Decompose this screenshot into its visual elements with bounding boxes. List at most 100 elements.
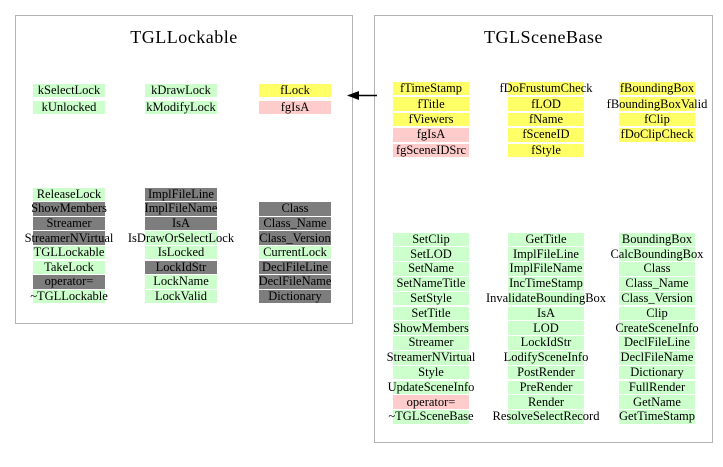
member-cell[interactable]: GetName [582,395,723,410]
member-label: Streamer [408,335,454,350]
member-label: fStyle [531,142,561,157]
member-cell[interactable]: fSceneID [471,127,621,142]
member-cell[interactable]: FullRender [582,380,723,395]
member-cell[interactable]: CalcBoundingBox [582,247,723,262]
member-cell[interactable]: IsDrawOrSelectLock [106,231,256,246]
member-cell[interactable]: fLOD [471,96,621,111]
member-cell[interactable]: fTimeStamp [356,81,506,96]
member-cell[interactable]: LockValid [106,289,256,304]
member-cell[interactable]: kModifyLock [106,99,256,116]
member-cell[interactable]: fgIsA [220,99,370,116]
member-cell[interactable]: ResolveSelectRecord [471,410,621,425]
member-cell[interactable]: fBoundingBox [582,81,723,96]
member-label: fBoundingBoxValid [606,96,708,111]
member-cell[interactable]: ReleaseLock [0,187,144,202]
member-cell[interactable]: TGLLockable [0,245,144,260]
member-cell[interactable]: fClip [582,112,723,127]
member-label: fDoClipCheck [620,127,694,142]
member-cell[interactable]: InvalidateBoundingBox [471,291,621,306]
member-cell[interactable]: LockIdStr [471,336,621,351]
member-cell[interactable]: Streamer [356,336,506,351]
member-label: ImplFileLine [513,246,579,261]
member-cell[interactable]: CreateSceneInfo [582,321,723,336]
member-cell[interactable]: DeclFileName [220,275,370,290]
member-cell[interactable]: DeclFileLine [582,336,723,351]
member-cell[interactable]: SetStyle [356,291,506,306]
member-cell[interactable]: fDoClipCheck [582,127,723,142]
member-cell[interactable]: IncTimeStamp [471,276,621,291]
member-label: fLOD [531,96,561,111]
member-cell[interactable]: fBoundingBoxValid [582,96,723,111]
member-cell[interactable]: fLock [220,82,370,99]
member-cell[interactable]: ShowMembers [356,321,506,336]
member-cell[interactable]: fgIsA [356,127,506,142]
member-cell[interactable]: CurrentLock [220,245,370,260]
member-label: StreamerNVirtual [24,230,114,245]
member-cell[interactable]: ShowMembers [0,202,144,217]
member-cell[interactable]: Class_Version [220,231,370,246]
member-cell[interactable]: fName [471,112,621,127]
member-cell[interactable]: DeclFileName [582,350,723,365]
member-cell[interactable]: IsLocked [106,245,256,260]
member-cell[interactable]: SetTitle [356,306,506,321]
member-label: Dictionary [268,288,322,303]
member-cell[interactable]: Style [356,365,506,380]
member-cell[interactable]: StreamerNVirtual [356,350,506,365]
member-cell[interactable]: fTitle [356,96,506,111]
member-cell[interactable]: fgSceneIDSrc [356,143,506,158]
member-cell[interactable]: PostRender [471,365,621,380]
member-cell[interactable]: kUnlocked [0,99,144,116]
member-cell[interactable]: Class [220,202,370,217]
member-cell[interactable]: LockIdStr [106,260,256,275]
member-cell[interactable]: SetLOD [356,247,506,262]
member-cell[interactable]: BoundingBox [582,232,723,247]
member-cell[interactable]: IsA [106,216,256,231]
member-cell[interactable]: ~TGLSceneBase [356,410,506,425]
member-cell[interactable]: ImplFileName [106,202,256,217]
member-label: fName [528,111,563,126]
member-cell[interactable]: SetClip [356,232,506,247]
member-cell[interactable]: Render [471,395,621,410]
member-cell[interactable]: kDrawLock [106,82,256,99]
member-cell[interactable]: ImplFileLine [106,187,256,202]
member-cell[interactable]: Dictionary [582,365,723,380]
member-cell[interactable]: operator= [356,395,506,410]
member-cell[interactable]: Streamer [0,216,144,231]
member-label: fgIsA [280,100,310,114]
member-cell[interactable]: fViewers [356,112,506,127]
member-cell[interactable]: TakeLock [0,260,144,275]
member-cell[interactable]: Clip [582,306,723,321]
member-cell[interactable]: fDoFrustumCheck [471,81,621,96]
member-cell[interactable]: ImplFileLine [471,247,621,262]
member-cell[interactable]: ImplFileName [471,262,621,277]
member-cell[interactable]: fStyle [471,143,621,158]
member-cell[interactable]: SetNameTitle [356,276,506,291]
member-cell[interactable]: LockName [106,275,256,290]
member-cell[interactable]: DeclFileLine [220,260,370,275]
member-cell[interactable]: LodifySceneInfo [471,350,621,365]
member-cell[interactable]: StreamerNVirtual [0,231,144,246]
member-cell[interactable]: operator= [0,275,144,290]
member-label: IncTimeStamp [509,276,583,291]
member-cell[interactable]: LOD [471,321,621,336]
member-label: kModifyLock [146,100,216,114]
member-cell[interactable]: GetTitle [471,232,621,247]
member-cell[interactable]: Class [582,262,723,277]
member-cell[interactable]: IsA [471,306,621,321]
member-cell[interactable]: Dictionary [220,289,370,304]
member-cell[interactable]: Class_Name [220,216,370,231]
member-cell[interactable]: SetName [356,262,506,277]
member-cell[interactable]: Class_Version [582,291,723,306]
member-label: PreRender [519,379,573,394]
member-cell[interactable]: Class_Name [582,276,723,291]
member-cell[interactable]: kSelectLock [0,82,144,99]
member-label: fBoundingBox [619,81,695,96]
member-cell[interactable]: UpdateSceneInfo [356,380,506,395]
member-cell[interactable]: ~TGLLockable [0,289,144,304]
member-cell[interactable]: PreRender [471,380,621,395]
member-cell[interactable]: GetTimeStamp [582,410,723,425]
